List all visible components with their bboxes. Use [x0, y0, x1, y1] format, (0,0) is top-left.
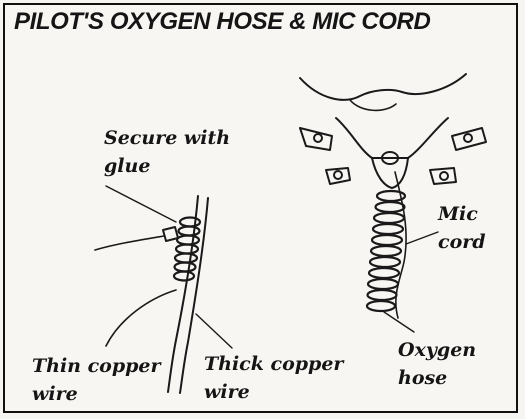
nose-line [350, 100, 396, 110]
strap-button-right-upper [464, 134, 472, 142]
strap-button-left-upper [314, 134, 322, 142]
label-oxygen-hose: Oxygen hose [398, 336, 476, 392]
label-thin-copper-wire: Thin copper wire [32, 352, 161, 408]
strap-button-left-lower [334, 171, 342, 179]
wire-coil [174, 218, 200, 281]
label-secure-line-2: glue [104, 152, 230, 180]
secure-leader-line [106, 186, 176, 222]
mask-strap-right-lower [430, 168, 456, 184]
label-mic-line-2: cord [438, 228, 486, 256]
mask-strap-right-upper [452, 128, 486, 150]
mic-cord-leader-line [406, 232, 438, 244]
diagram-title: PILOT'S OXYGEN HOSE & MIC CORD [14, 8, 430, 36]
label-thick-line-1: Thick copper [204, 350, 343, 378]
thin-wire-upper [95, 236, 164, 250]
label-mic-cord: Mic cord [438, 200, 486, 256]
strap-button-right-lower [440, 172, 448, 180]
glue-joint [163, 227, 178, 241]
label-thick-copper-wire: Thick copper wire [204, 350, 343, 406]
label-mic-line-1: Mic [438, 200, 486, 228]
label-thin-line-2: wire [32, 380, 161, 408]
thin-wire-lower [106, 290, 176, 346]
label-thick-line-2: wire [204, 378, 343, 406]
face-outline [300, 74, 466, 100]
label-secure-line-1: Secure with [104, 124, 230, 152]
label-thin-line-1: Thin copper [32, 352, 161, 380]
oxygen-hose-leader-line [384, 312, 414, 332]
thick-wire-leader-line [196, 314, 232, 348]
label-secure-with-glue: Secure with glue [104, 124, 230, 180]
oxygen-hose [367, 191, 405, 311]
label-oxygen-line-2: hose [398, 364, 476, 392]
label-oxygen-line-1: Oxygen [398, 336, 476, 364]
mask-nozzle [372, 158, 408, 188]
mask-strap-left-upper [300, 128, 332, 150]
